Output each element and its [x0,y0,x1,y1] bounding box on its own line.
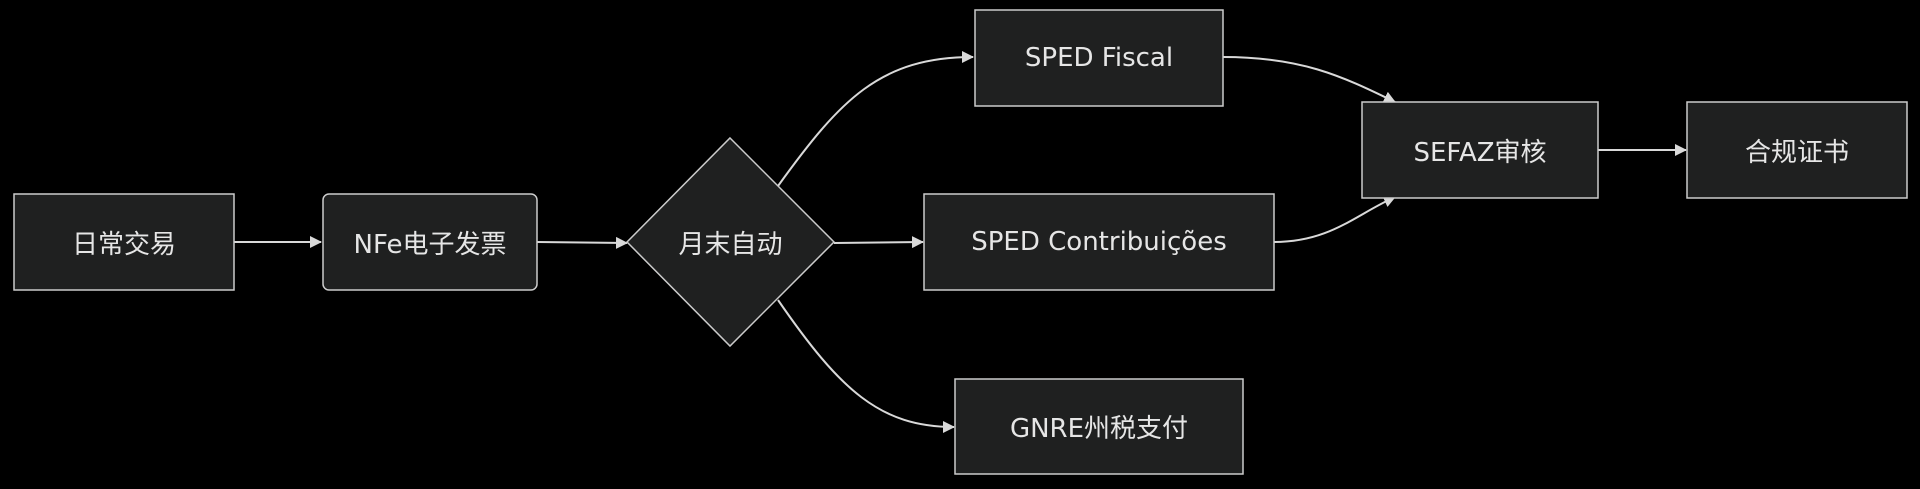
edge-spedcontrib-to-sefaz [1273,196,1396,243]
edge-monthend-to-spedfiscal [777,51,974,187]
node-sped-fiscal-box [974,9,1224,107]
node-daily-trade-box [13,193,235,291]
edge-monthend-to-gnre [777,299,955,433]
edge-spedfiscal-to-sefaz [1222,56,1396,103]
node-sped-contrib-box [923,193,1275,291]
edge-monthend-to-spedcontrib [833,236,924,249]
node-month-end-diamond [625,136,836,348]
node-sefaz-review-box [1361,101,1599,199]
edge-nfe-to-monthend [536,236,628,249]
node-nfe-invoice-box [322,193,538,291]
node-compliance-cert-box [1686,101,1908,199]
node-gnre-tax-box [954,378,1244,475]
